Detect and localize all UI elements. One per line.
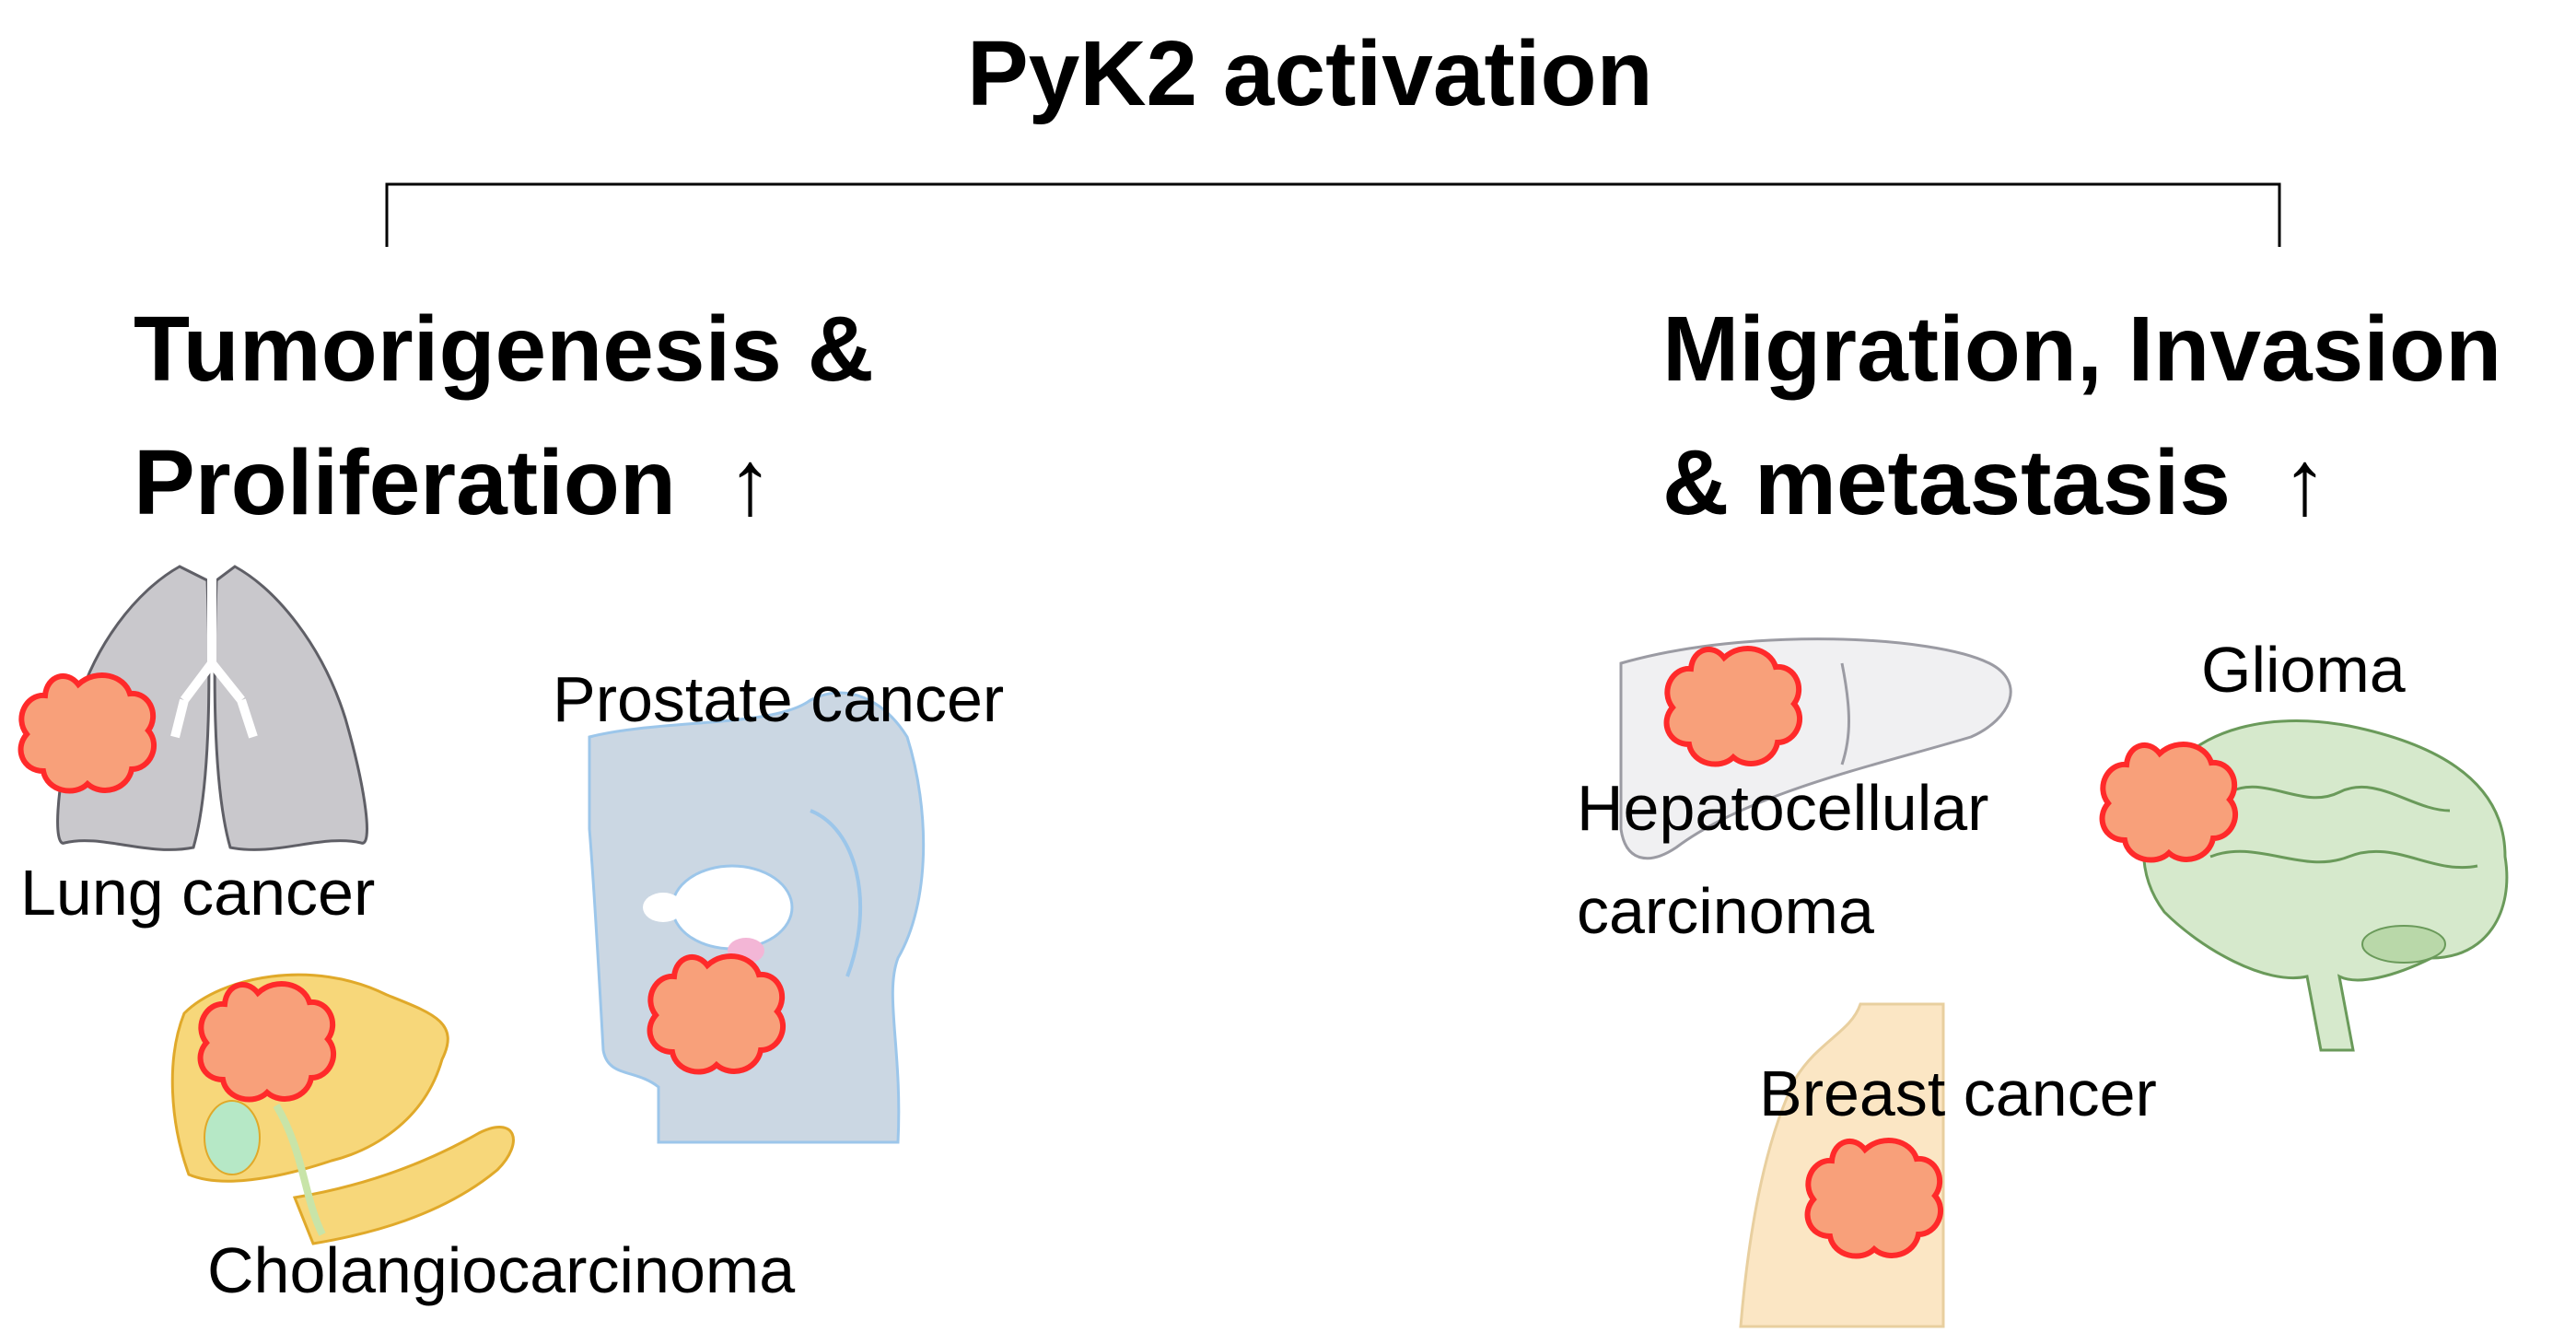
- right-heading-line1: Migration, Invasion: [1662, 298, 2502, 401]
- label-hcc-line2: carcinoma: [1577, 875, 1874, 947]
- label-lung-cancer: Lung cancer: [20, 857, 376, 929]
- label-breast-cancer: Breast cancer: [1759, 1058, 2157, 1129]
- branch-bracket: [385, 182, 2281, 247]
- left-heading-line2: Proliferation ↑: [134, 431, 774, 534]
- right-heading-line2: & metastasis ↑: [1662, 431, 2328, 534]
- diagram-title: PyK2 activation: [967, 22, 1653, 125]
- label-prostate-cancer: Prostate cancer: [553, 663, 1005, 735]
- label-hcc-line1: Hepatocellular: [1577, 772, 1989, 844]
- prostate-illustration: [588, 691, 926, 1144]
- left-heading-line1: Tumorigenesis &: [134, 298, 874, 401]
- label-glioma: Glioma: [2201, 634, 2406, 706]
- label-cholangiocarcinoma: Cholangiocarcinoma: [207, 1234, 796, 1306]
